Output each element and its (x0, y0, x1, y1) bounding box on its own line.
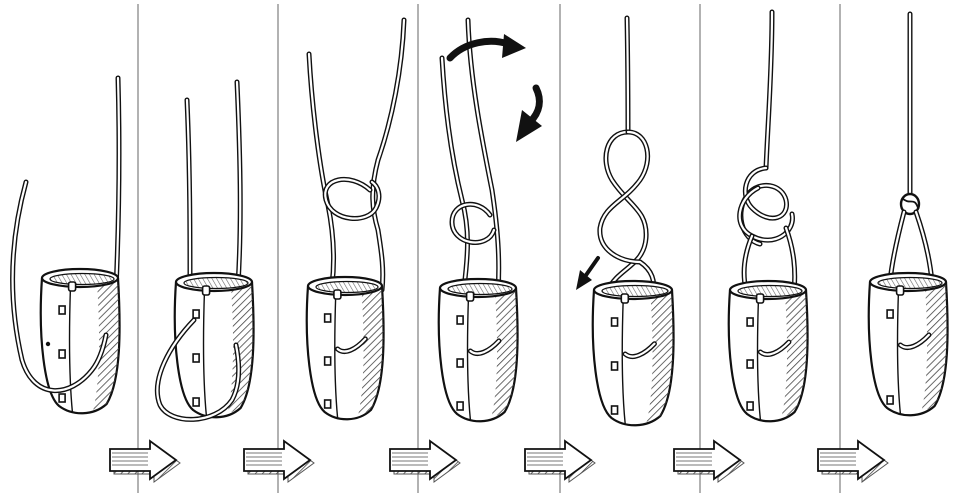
bead (897, 286, 904, 295)
step-arrows (110, 441, 888, 482)
lacing-hole (612, 318, 618, 326)
cord-left (309, 54, 334, 285)
panel-step-2 (157, 82, 253, 419)
lacing-hole (887, 310, 893, 318)
leg-left (890, 212, 904, 282)
bead (621, 294, 628, 303)
panel-step-1 (13, 78, 120, 413)
curved-arrow-icon (516, 88, 542, 142)
lacing-hole (612, 406, 618, 414)
lacing-hole (193, 398, 199, 406)
figure-eight-a (606, 132, 646, 290)
panel-step-3 (307, 20, 404, 419)
cord-left (187, 100, 190, 280)
lacing-hole (59, 350, 65, 358)
small-arrow-icon (576, 258, 598, 290)
bucket (869, 273, 948, 415)
bucket (439, 279, 518, 421)
lacing-hole (612, 362, 618, 370)
leg-right (916, 212, 932, 282)
twisted-loop (452, 204, 494, 242)
lacing-hole (325, 314, 331, 322)
bucket (307, 277, 384, 419)
lacing-hole (325, 357, 331, 365)
standing-part (627, 18, 628, 132)
step-arrow-icon (390, 441, 460, 482)
lacing-hole (59, 306, 65, 314)
lacing-hole (747, 402, 753, 410)
standing-part (116, 78, 119, 290)
panel-step-6 (729, 12, 808, 421)
lacing-hole (747, 318, 753, 326)
bucket (175, 273, 254, 417)
panel-step-4 (439, 20, 542, 421)
panel-step-5 (576, 18, 674, 425)
bucket (729, 281, 808, 421)
lacing-hole (457, 316, 463, 324)
bucket (593, 281, 674, 425)
bead (757, 294, 764, 303)
step-arrow-icon (244, 441, 314, 482)
step-arrow-icon (818, 441, 888, 482)
step-arrow-icon (110, 441, 180, 482)
panels (13, 12, 948, 425)
cord-right (468, 20, 499, 292)
lacing-hole (193, 310, 199, 318)
lacing-hole (457, 359, 463, 367)
lacing-hole (59, 394, 65, 402)
lacing-hole (325, 400, 331, 408)
panel-step-7 (869, 14, 948, 415)
standing-part (766, 12, 772, 168)
bead (203, 286, 210, 295)
lacing-hole (747, 360, 753, 368)
bead (467, 292, 474, 301)
lacing-hole (457, 402, 463, 410)
step-arrow-icon (674, 441, 744, 482)
cord-right (237, 82, 240, 285)
bead (334, 290, 341, 299)
lacing-hole (193, 354, 199, 362)
curved-arrow-icon (450, 34, 526, 58)
cord-left (442, 58, 468, 288)
bead (69, 282, 76, 291)
lacing-hole (887, 396, 893, 404)
cord-right (373, 20, 404, 290)
